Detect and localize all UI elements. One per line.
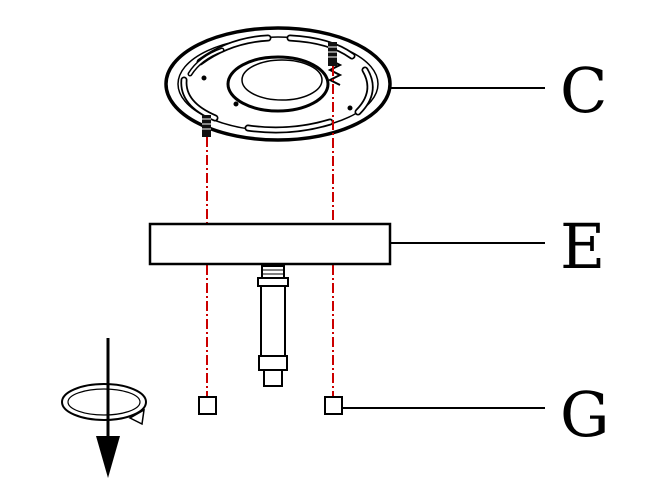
shaft xyxy=(257,265,289,387)
anchor-right xyxy=(324,396,343,415)
arrow-down-icon xyxy=(96,338,120,478)
label-e: E xyxy=(560,210,605,283)
pin-left xyxy=(202,115,211,137)
pin-right xyxy=(328,42,337,66)
label-c: C xyxy=(560,54,607,127)
label-g: G xyxy=(560,378,610,451)
anchor-left xyxy=(198,396,217,415)
rotate-clockwise-icon xyxy=(61,383,147,426)
plate-c xyxy=(164,26,392,142)
block-e xyxy=(148,222,392,266)
guide-lines xyxy=(206,66,334,396)
